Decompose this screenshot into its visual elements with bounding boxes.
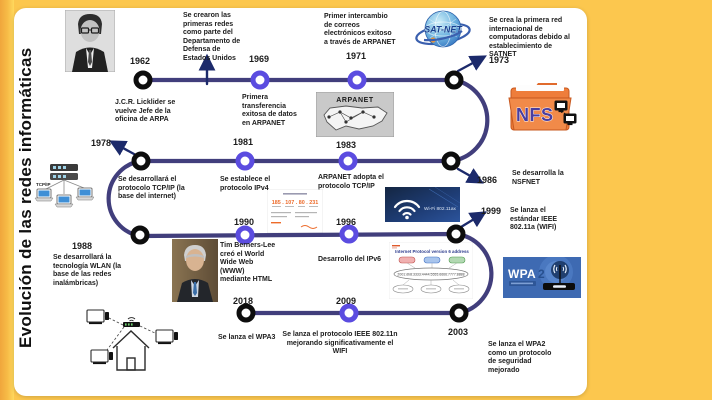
year-1986: 1986 [477, 175, 498, 185]
wpa2-label: WPA [508, 267, 536, 281]
wifi-icon [393, 199, 421, 216]
timeline-node-1990 [235, 225, 255, 245]
year-2003: 2003 [448, 327, 469, 337]
wifi-label: Wi-Fi 802.11ax [424, 206, 457, 212]
timeline-node-1962 [133, 70, 153, 90]
arpanet-label: ARPANET [336, 97, 374, 104]
timeline-node-1981 [235, 151, 255, 171]
event-text-1971: Primer intercambio de correos electrónic… [324, 13, 396, 46]
year-1971: 1971 [346, 51, 367, 61]
timeline-node-2003 [449, 303, 469, 323]
wpa2-label-num: 2 [538, 267, 545, 281]
year-1962: 1962 [130, 56, 151, 66]
arpanet-map-image: ARPANET [316, 92, 394, 137]
wpa2-router-icon [543, 261, 575, 290]
ipv6-title: Internet Protocol version 6 address [395, 249, 469, 254]
wifi-80211ax-image: Wi-Fi 802.11ax [385, 187, 460, 222]
year-1996: 1996 [336, 217, 357, 227]
ipv6-address: 2001:db8:3333:4444:5555:6666:7777:8888 [397, 273, 464, 277]
event-text-1996: Desarrollo del IPv6 [318, 256, 382, 263]
licklider-photo [65, 10, 115, 72]
left-accent-strip [0, 0, 14, 400]
year-2018: 2018 [233, 296, 254, 306]
nfs-label: NFS [516, 105, 554, 125]
timeline-node-2009 [339, 303, 359, 323]
event-text-1978: Se desarrollará el protocolo TCP/IP (la … [118, 176, 185, 201]
event-text-1962: J.C.R. Licklider se vuelve Jefe de la of… [115, 99, 176, 124]
event-text-2018: Se lanza el WPA3 [218, 334, 276, 341]
nfs-folder-icon: NFS [508, 83, 577, 131]
note-1962: Se crearon las primeras redes como parte… [183, 12, 241, 62]
ipv6-diagram-image: Internet Protocol version 6 address 2001… [389, 242, 473, 299]
year-1990: 1990 [234, 217, 255, 227]
nfs-computers-icon [554, 100, 577, 126]
year-1973: 1973 [489, 55, 510, 65]
timeline-node-1996 [339, 224, 359, 244]
event-text-1988: Se desarrollará la tecnología WLAN (la b… [53, 254, 122, 287]
event-text-1986: Se desarrolla la NSFNET [512, 170, 564, 186]
timeline-node-1988 [130, 225, 150, 245]
event-text-1969: Primera transferencia exitosa de datos e… [242, 94, 297, 127]
year-1983: 1983 [336, 140, 357, 150]
year-1969: 1969 [249, 54, 270, 64]
timeline-node-1973 [444, 70, 464, 90]
year-1978: 1978 [91, 138, 112, 148]
event-text-2003: Se lanza el WPA2 como un protocolo de se… [488, 341, 552, 374]
arrow-1986 [456, 167, 484, 184]
arrow-1999 [459, 211, 487, 229]
timeline-node-2018 [236, 303, 256, 323]
year-1988: 1988 [72, 241, 93, 251]
year-2009: 2009 [336, 296, 357, 306]
event-text-1983: ARPANET adopta el protocolo TCP/IP [318, 174, 384, 190]
arrow-1973 [456, 55, 487, 73]
berners-lee-photo [172, 239, 218, 302]
timeline-node-1983 [338, 151, 358, 171]
event-text-1981: Se establece el protocolo IPv4 [220, 176, 271, 192]
timeline-node-1969 [250, 70, 270, 90]
annotation-arrows [109, 53, 487, 229]
satnet-label: SAT-NET [424, 25, 463, 35]
timeline-line [106, 77, 494, 316]
ipv4-address-image: 185 . 107 . 80 . 231 [267, 189, 323, 233]
event-text-1990: Tim Berners-Lee creó el World Wide Web (… [220, 242, 276, 284]
ipv4-address: 185 . 107 . 80 . 231 [272, 200, 318, 206]
event-text-1973: Se crea la primera red internacional de … [489, 17, 570, 59]
wlan-home-network-image [86, 309, 178, 371]
year-1999: 1999 [481, 206, 502, 216]
year-1981: 1981 [233, 137, 254, 147]
wpa2-image: WPA 2 [503, 257, 581, 298]
timeline-node-1978 [131, 151, 151, 171]
timeline-node-1986 [441, 151, 461, 171]
satnet-logo-icon: SAT-NET [415, 10, 471, 48]
tcpip-label: TCP/IP [36, 182, 51, 187]
event-text-2009: Se lanza el protocolo IEEE 802.11n mejor… [282, 331, 398, 356]
timeline-node-1999 [446, 224, 466, 244]
tcpip-network-image: TCP/IP [34, 164, 94, 208]
arrow-1978 [109, 140, 136, 156]
event-text-1999: Se lanza el estándar IEEE 802.11a (WIFI) [510, 207, 558, 232]
timeline-node-1971 [347, 70, 367, 90]
